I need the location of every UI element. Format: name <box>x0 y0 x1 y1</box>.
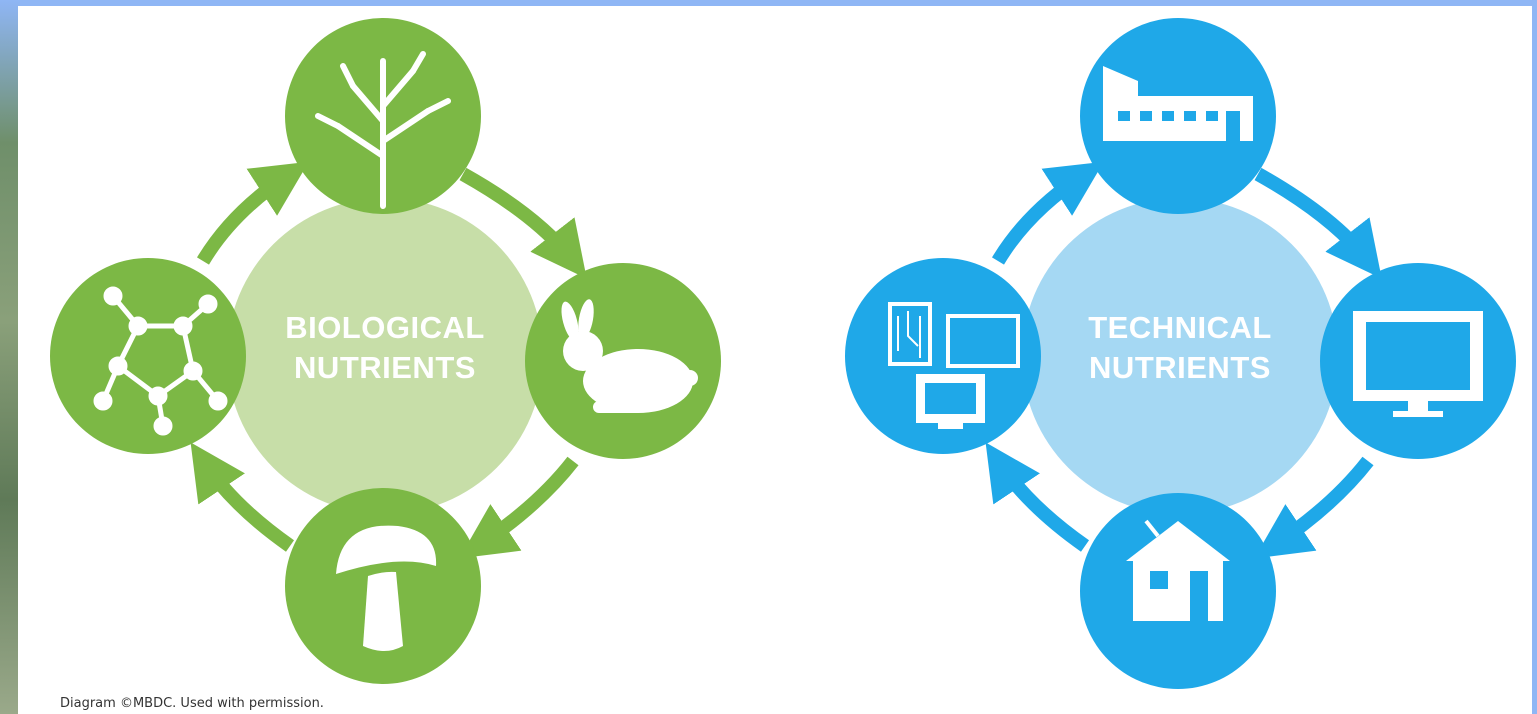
arrow-molecule-to-tree <box>196 161 309 265</box>
rabbit-node <box>525 263 721 459</box>
house-node <box>1080 493 1276 689</box>
biological-label-line2: NUTRIENTS <box>294 350 476 385</box>
monitor-node <box>1320 263 1516 459</box>
technical-label: TECHNICAL NUTRIENTS <box>1040 308 1320 388</box>
arrow-tree-to-rabbit <box>459 167 587 279</box>
molecule-node <box>50 258 246 454</box>
technical-label-line1: TECHNICAL <box>1088 310 1272 345</box>
factory-node <box>1080 18 1276 214</box>
arrow-mushroom-to-molecule <box>190 442 295 552</box>
mushroom-icon <box>336 525 437 651</box>
background-photo-strip <box>0 0 20 714</box>
technical-center-circle <box>1022 198 1338 514</box>
arrow-monitor-to-house <box>1254 456 1374 559</box>
arrow-house-to-electronics <box>985 442 1090 552</box>
monitor-icon <box>1353 311 1483 417</box>
arrow-electronics-to-factory <box>991 161 1104 265</box>
biological-cycle-diagram <box>50 18 1516 689</box>
electronics-node <box>845 258 1041 454</box>
arrow-rabbit-to-mushroom <box>459 456 579 559</box>
electronics-icon <box>888 302 1020 429</box>
rabbit-icon <box>561 299 698 413</box>
biological-label-line1: BIOLOGICAL <box>285 310 485 345</box>
factory-icon <box>1103 66 1253 141</box>
molecule-icon <box>93 286 228 436</box>
arrow-factory-to-monitor <box>1254 167 1382 279</box>
house-icon <box>1126 519 1230 621</box>
slide-panel: BIOLOGICAL NUTRIENTS TECHNICAL NUTRIENTS… <box>18 6 1532 714</box>
tree-icon <box>315 51 451 209</box>
diagram-credit: Diagram ©MBDC. Used with permission. <box>60 696 324 711</box>
technical-label-line2: NUTRIENTS <box>1089 350 1271 385</box>
biological-center-circle <box>227 198 543 514</box>
biological-label: BIOLOGICAL NUTRIENTS <box>245 308 525 388</box>
tree-node <box>285 18 481 214</box>
mushroom-node <box>285 488 481 684</box>
